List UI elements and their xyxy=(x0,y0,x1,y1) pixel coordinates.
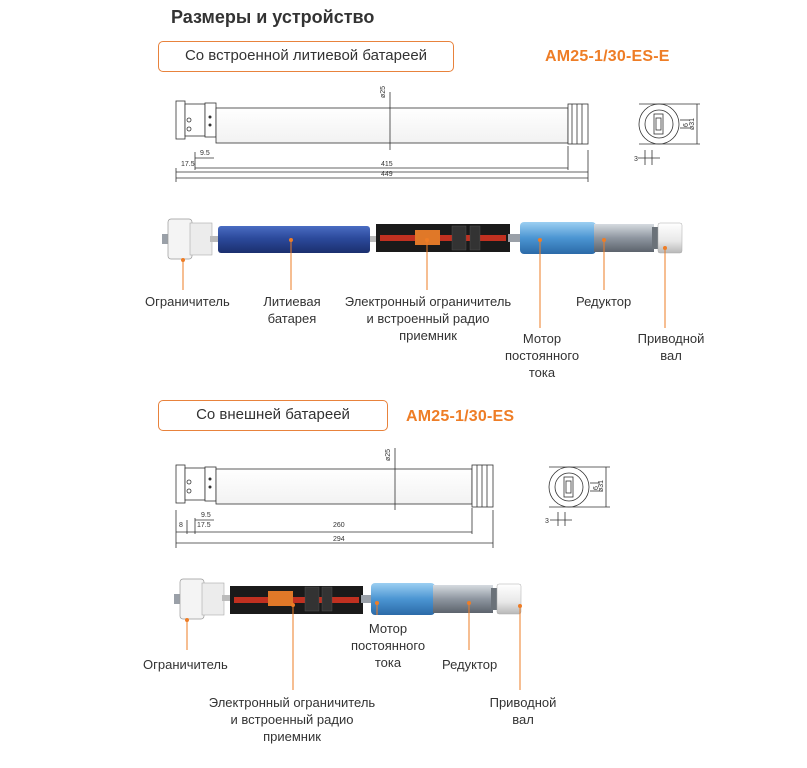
s2-end-dim-3: 3 xyxy=(545,518,549,525)
s2-label-motor: Мотор постоянного тока xyxy=(343,620,433,671)
s2-label-motor-line3: тока xyxy=(374,655,402,670)
s2-label-shaft: Приводной вал xyxy=(480,694,566,728)
s2-exploded-view xyxy=(174,578,522,620)
s2-label-motor-line2: постоянного xyxy=(350,638,426,653)
s1-label-motor: Мотор постоянного тока xyxy=(497,330,587,381)
s1-label-motor-line3: тока xyxy=(528,365,556,380)
s1-end-dim-3: 3 xyxy=(634,156,638,163)
s1-leader-lines xyxy=(182,240,666,328)
s2-side-view xyxy=(175,448,494,548)
s2-end-dim-6: 6 xyxy=(593,486,600,490)
s2-dim-9: 9.5 xyxy=(201,512,211,519)
s2-end-view xyxy=(548,466,610,526)
s1-label-electronic: Электронный ограничитель и встроенный ра… xyxy=(332,293,524,344)
s2-label-limiter: Ограничитель xyxy=(143,657,228,672)
s1-label-limiter: Ограничитель xyxy=(145,294,230,309)
s2-dim-diameter: ø25 xyxy=(385,449,392,461)
section-built-in-battery-label: Со встроенной литиевой батареей xyxy=(184,47,428,64)
s1-label-shaft-line2: вал xyxy=(660,348,682,363)
s1-end-dim-6: 6 xyxy=(683,123,690,127)
s2-label-motor-line1: Мотор xyxy=(368,621,408,636)
s1-dim-17: 17.5 xyxy=(181,161,195,168)
section-external-battery-label: Со внешней батареей xyxy=(196,406,350,423)
s2-dim-inner: 260 xyxy=(333,522,345,529)
s1-exploded-view xyxy=(162,218,683,260)
s1-label-shaft: Приводной вал xyxy=(628,330,714,364)
section-external-battery-box: Со внешней батареей xyxy=(158,400,388,431)
model-es: AM25-1/30-ES xyxy=(406,408,515,425)
s1-label-motor-line1: Мотор xyxy=(522,331,562,346)
s1-label-electronic-line1: Электронный ограничитель xyxy=(344,294,512,309)
s1-end-dim-31: ø31 xyxy=(689,118,696,130)
model-es-e: AM25-1/30-ES-E xyxy=(545,48,670,65)
s2-leader-dots xyxy=(185,601,522,622)
s2-label-shaft-line2: вал xyxy=(512,712,534,727)
s2-label-reducer: Редуктор xyxy=(442,657,498,672)
s1-end-view xyxy=(638,103,700,165)
s2-dim-17: 17.5 xyxy=(197,522,211,529)
s1-label-shaft-line1: Приводной xyxy=(637,331,705,346)
s1-label-reducer: Редуктор xyxy=(576,294,632,309)
s1-label-electronic-line3: приемник xyxy=(399,328,457,343)
s2-dim-total: 294 xyxy=(333,536,345,543)
page-title: Размеры и устройство xyxy=(171,7,375,27)
s1-label-battery: Литиевая батарея xyxy=(256,293,328,327)
s1-label-battery-line2: батарея xyxy=(267,311,317,326)
s2-end-dim-31: ø31 xyxy=(598,480,605,492)
s2-label-electronic-line2: и встроенный радио xyxy=(230,712,354,727)
s1-label-battery-line1: Литиевая xyxy=(263,294,321,309)
s1-dim-total: 449 xyxy=(381,171,393,178)
s1-dim-inner: 415 xyxy=(381,161,393,168)
s2-label-electronic-line1: Электронный ограничитель xyxy=(208,695,376,710)
s2-dim-8: 8 xyxy=(179,522,183,529)
s1-label-motor-line2: постоянного xyxy=(504,348,580,363)
s2-label-shaft-line1: Приводной xyxy=(489,695,557,710)
s1-side-view xyxy=(175,92,589,182)
s2-label-electronic-line3: приемник xyxy=(263,729,321,744)
s1-dim-diameter: ø25 xyxy=(380,86,387,98)
section-built-in-battery-box: Со встроенной литиевой батареей xyxy=(158,41,454,72)
s1-dim-9: 9.5 xyxy=(200,150,210,157)
s2-label-electronic: Электронный ограничитель и встроенный ра… xyxy=(194,694,390,745)
s1-label-electronic-line2: и встроенный радио xyxy=(366,311,490,326)
s1-leader-dots xyxy=(181,238,667,262)
